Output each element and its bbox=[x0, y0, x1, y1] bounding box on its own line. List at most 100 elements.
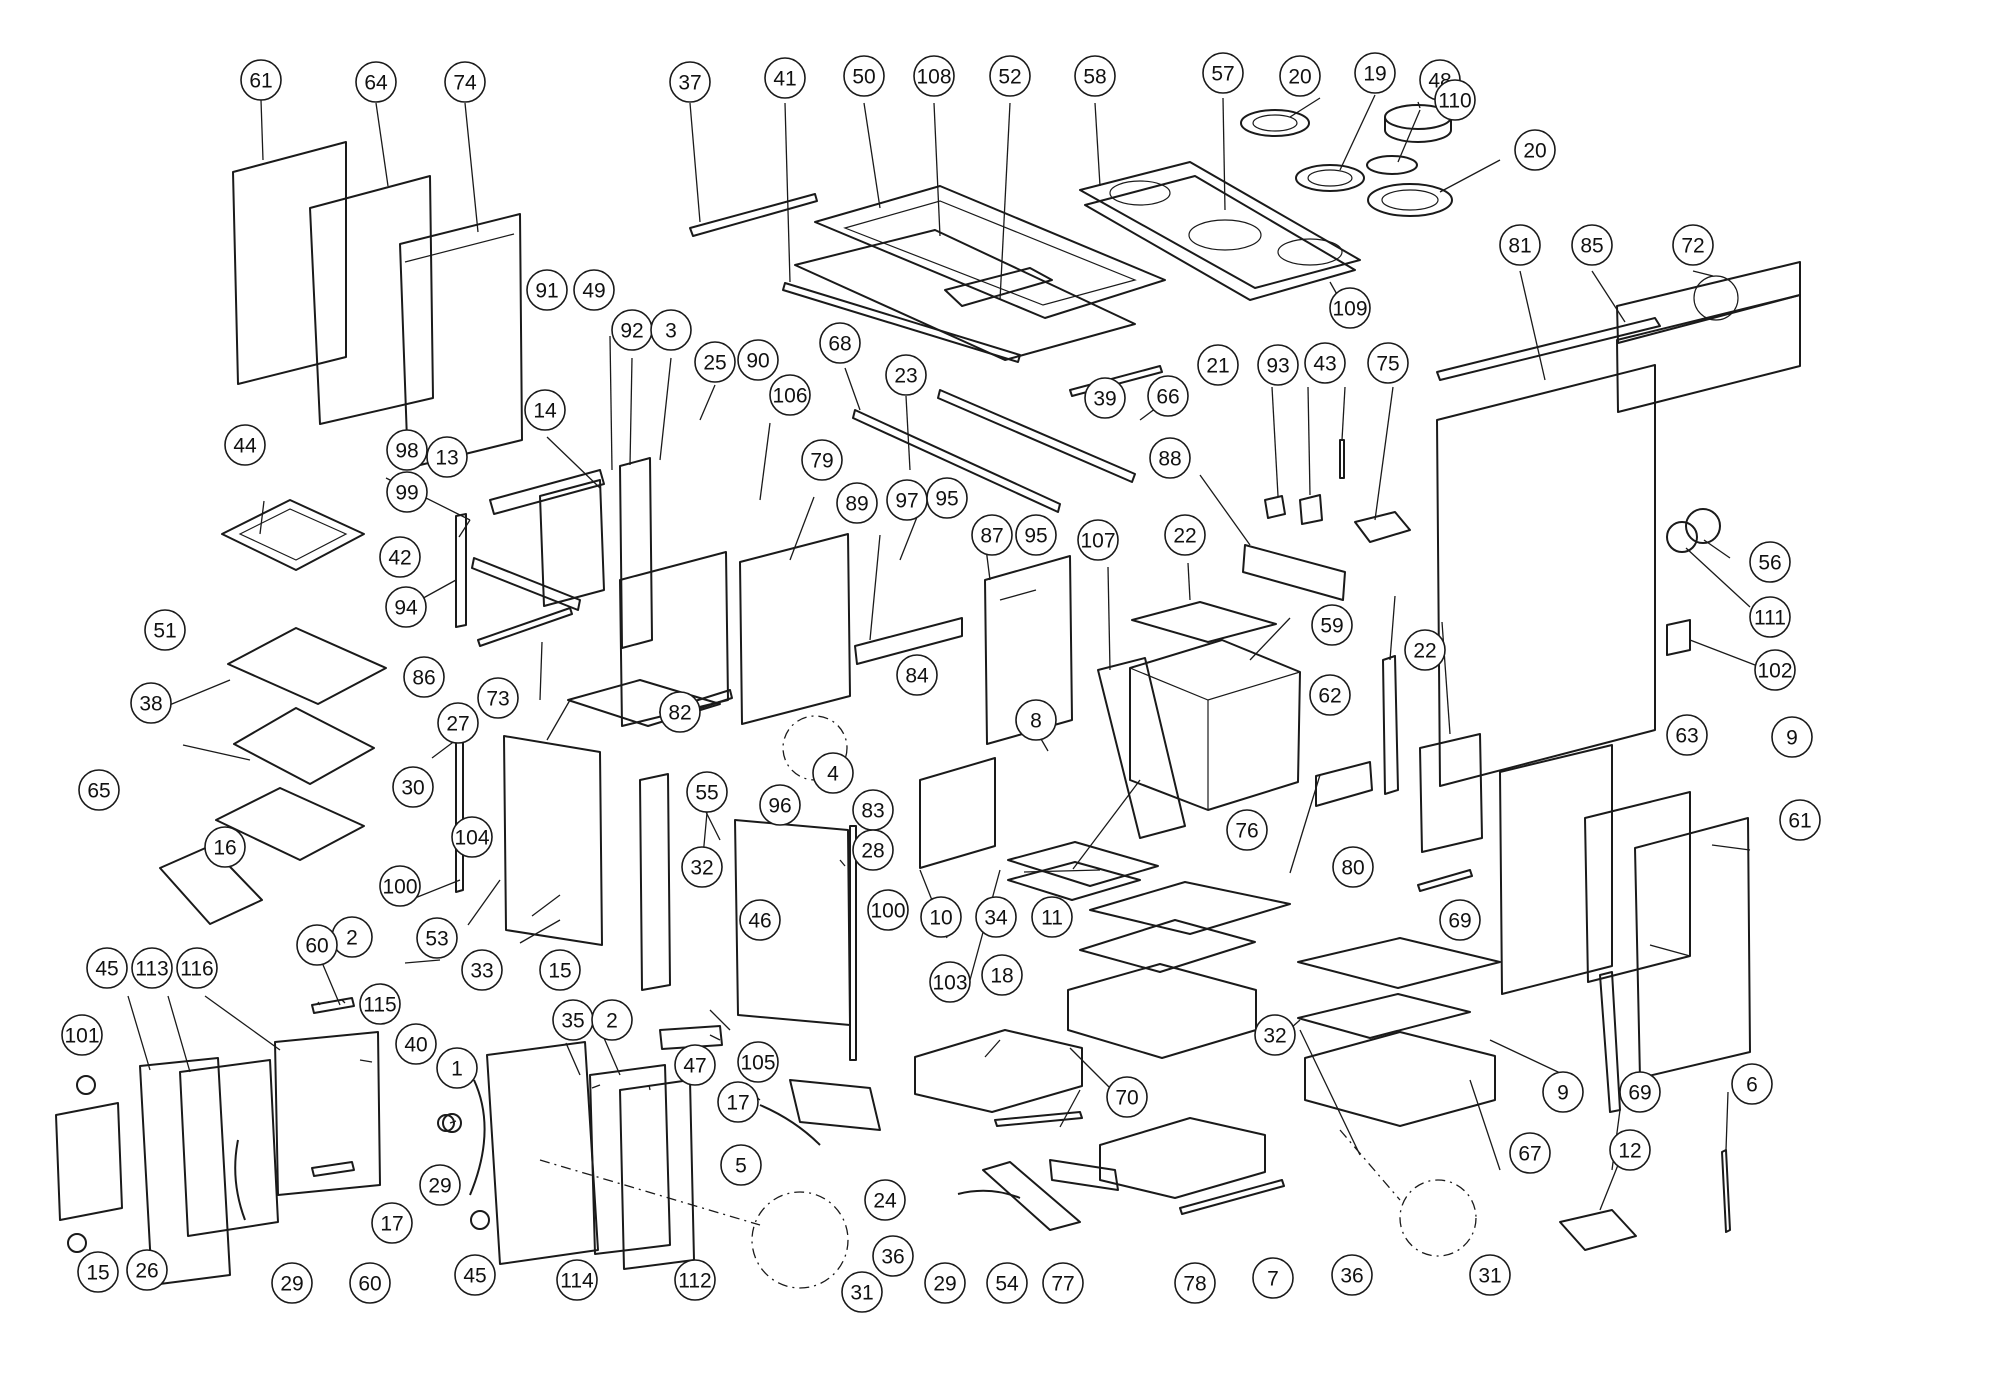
callout-number: 96 bbox=[768, 795, 791, 818]
callout-circle bbox=[451, 816, 493, 858]
callout-circle bbox=[126, 1249, 168, 1291]
callout-circle bbox=[416, 917, 458, 959]
callout-66: 66 bbox=[1147, 375, 1189, 417]
callout-circle bbox=[674, 1259, 716, 1301]
gasket-111 bbox=[1666, 521, 1698, 553]
callout-number: 90 bbox=[746, 350, 769, 373]
callout-3: 3 bbox=[650, 309, 692, 351]
gasket-56 bbox=[1685, 508, 1721, 544]
callout-circle bbox=[929, 961, 971, 1003]
callout-number: 32 bbox=[690, 857, 713, 880]
callout-62: 62 bbox=[1309, 674, 1351, 716]
callout-23: 23 bbox=[885, 354, 927, 396]
callout-number: 40 bbox=[404, 1034, 427, 1057]
callout-110: 110 bbox=[1434, 79, 1476, 121]
callout-circle bbox=[1404, 629, 1446, 671]
callout-88: 88 bbox=[1149, 437, 1191, 479]
callout-number: 54 bbox=[995, 1273, 1019, 1296]
callout-number: 93 bbox=[1266, 355, 1289, 378]
callout-number: 20 bbox=[1288, 66, 1311, 89]
callout-number: 13 bbox=[435, 447, 458, 470]
callout-circle bbox=[1164, 514, 1206, 556]
callout-number: 30 bbox=[401, 777, 424, 800]
callout-17: 17 bbox=[717, 1081, 759, 1123]
callout-number: 24 bbox=[873, 1190, 897, 1213]
callout-circle bbox=[720, 1144, 762, 1186]
callout-number: 47 bbox=[683, 1055, 706, 1078]
callout-number: 45 bbox=[463, 1265, 486, 1288]
support-strips bbox=[852, 365, 1411, 601]
callout-37: 37 bbox=[669, 61, 711, 103]
callout-circle bbox=[1252, 1257, 1294, 1299]
callout-number: 26 bbox=[135, 1260, 158, 1283]
leader-lines bbox=[127, 94, 1756, 1211]
callout-number: 70 bbox=[1115, 1087, 1138, 1110]
callout-number: 50 bbox=[852, 66, 875, 89]
callout-circle bbox=[1771, 716, 1813, 758]
callout-50: 50 bbox=[843, 55, 885, 97]
callout-43: 43 bbox=[1304, 342, 1346, 384]
callout-circle bbox=[739, 899, 781, 941]
handle-29b bbox=[234, 1139, 246, 1221]
callout-circle bbox=[926, 477, 968, 519]
callout-number: 3 bbox=[665, 320, 677, 343]
callout-circle bbox=[271, 1262, 313, 1304]
callout-number: 80 bbox=[1341, 857, 1364, 880]
hob-plate bbox=[1079, 161, 1361, 301]
callout-number: 101 bbox=[64, 1025, 99, 1048]
callout-circle bbox=[61, 1014, 103, 1056]
callout-91: 91 bbox=[526, 269, 568, 311]
callout-68: 68 bbox=[819, 322, 861, 364]
callout-number: 75 bbox=[1376, 353, 1399, 376]
callout-111: 111 bbox=[1749, 596, 1791, 638]
callout-circle bbox=[1106, 1076, 1148, 1118]
callout-102: 102 bbox=[1754, 649, 1796, 691]
callout-number: 22 bbox=[1173, 525, 1196, 548]
callout-number: 84 bbox=[905, 665, 929, 688]
callout-97: 97 bbox=[886, 479, 928, 521]
callout-number: 87 bbox=[980, 525, 1003, 548]
callout-circle bbox=[436, 1047, 478, 1089]
callout-number: 20 bbox=[1523, 140, 1546, 163]
callout-51: 51 bbox=[144, 609, 186, 651]
callout-number: 60 bbox=[358, 1273, 381, 1296]
callout-number: 6 bbox=[1746, 1074, 1758, 1097]
callout-number: 114 bbox=[560, 1270, 594, 1293]
callout-number: 69 bbox=[1448, 910, 1471, 933]
callout-58: 58 bbox=[1074, 55, 1116, 97]
callout-circle bbox=[872, 1235, 914, 1277]
callout-number: 66 bbox=[1156, 386, 1179, 409]
callout-86: 86 bbox=[403, 656, 445, 698]
callout-number: 60 bbox=[305, 935, 328, 958]
callout-number: 44 bbox=[233, 435, 257, 458]
callout-circle bbox=[144, 609, 186, 651]
hinge-detail-circle bbox=[751, 1191, 849, 1289]
callout-circle bbox=[1571, 224, 1613, 266]
callout-38: 38 bbox=[130, 682, 172, 724]
callout-106: 106 bbox=[769, 374, 811, 416]
callout-circle bbox=[1254, 1014, 1296, 1056]
oven-box bbox=[919, 601, 1301, 901]
callout-circle bbox=[650, 309, 692, 351]
callout-59: 59 bbox=[1311, 604, 1353, 646]
callout-32: 32 bbox=[1254, 1014, 1296, 1056]
callout-circle bbox=[1672, 224, 1714, 266]
callout-number: 116 bbox=[180, 958, 213, 981]
hot-plates bbox=[1240, 104, 1453, 217]
callout-number: 4 bbox=[827, 763, 839, 786]
parts-layer bbox=[55, 104, 1801, 1289]
callout-circle bbox=[539, 949, 581, 991]
callout-circle bbox=[1434, 79, 1476, 121]
callout-16: 16 bbox=[204, 826, 246, 868]
callout-number: 17 bbox=[726, 1092, 749, 1115]
callout-circle bbox=[355, 61, 397, 103]
callout-13: 13 bbox=[426, 436, 468, 478]
callout-circle bbox=[454, 1254, 496, 1296]
callout-circle bbox=[1197, 344, 1239, 386]
callout-circle bbox=[717, 1081, 759, 1123]
callout-circle bbox=[737, 339, 779, 381]
callout-number: 103 bbox=[932, 972, 967, 995]
callout-60: 60 bbox=[349, 1262, 391, 1304]
callout-number: 57 bbox=[1211, 63, 1234, 86]
callout-circle bbox=[78, 769, 120, 811]
